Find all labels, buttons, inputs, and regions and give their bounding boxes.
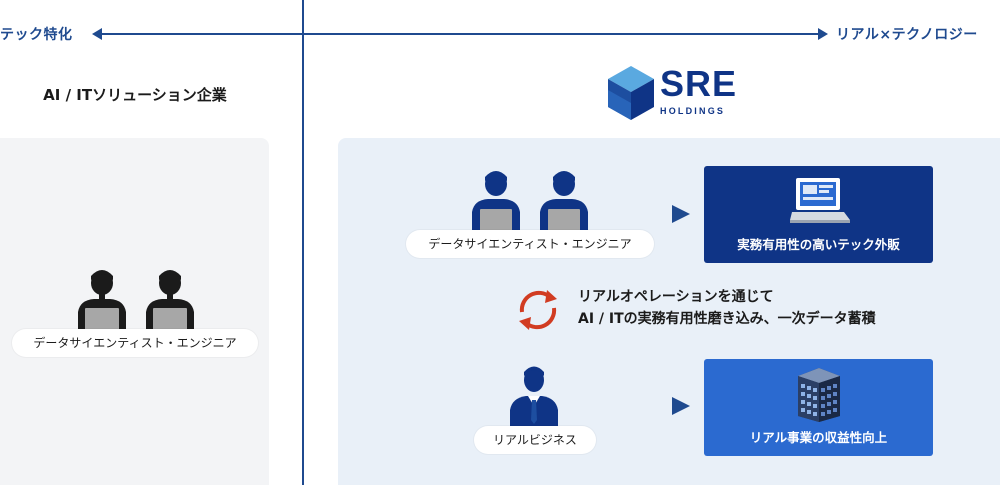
axis-left-label: テック特化 (0, 27, 73, 43)
column-divider (302, 0, 304, 485)
person-laptop-icon (540, 171, 588, 232)
building-icon (798, 368, 840, 422)
businessman-icon (510, 366, 558, 428)
cycle-text-line2: AI / ITの実務有用性磨き込み、一次データ蓄積 (578, 311, 876, 327)
logo-sub: HOLDINGS (660, 106, 726, 116)
person-laptop-icon (146, 270, 194, 332)
sre-cube-logo (608, 66, 654, 120)
play-arrow-icon (672, 397, 690, 415)
person-laptop-icon (472, 171, 520, 232)
left-people-label: データサイエンティスト・エンジニア (12, 329, 258, 357)
profitability-box: リアル事業の収益性向上 (704, 359, 933, 456)
real-business-label: リアルビジネス (474, 426, 596, 454)
axis-line (100, 33, 818, 35)
profitability-label: リアル事業の収益性向上 (749, 430, 888, 445)
cycle-arrows-icon (519, 290, 557, 330)
axis-arrow-right-icon (818, 28, 828, 40)
axis-arrow-left-icon (92, 28, 102, 40)
left-title: AI / ITソリューション企業 (43, 86, 227, 104)
tech-sales-label: 実務有用性の高いテック外販 (737, 237, 900, 252)
left-panel (0, 138, 269, 485)
laptop-icon (790, 178, 850, 223)
right-people-label: データサイエンティスト・エンジニア (406, 230, 654, 258)
person-laptop-icon (78, 270, 126, 332)
cycle-text-line1: リアルオペレーションを通じて (578, 289, 774, 305)
axis-right-label: リアル×テクノロジー (836, 27, 978, 43)
logo-name: SRE (660, 63, 738, 104)
tech-sales-box: 実務有用性の高いテック外販 (704, 166, 933, 263)
play-arrow-icon (672, 205, 690, 223)
